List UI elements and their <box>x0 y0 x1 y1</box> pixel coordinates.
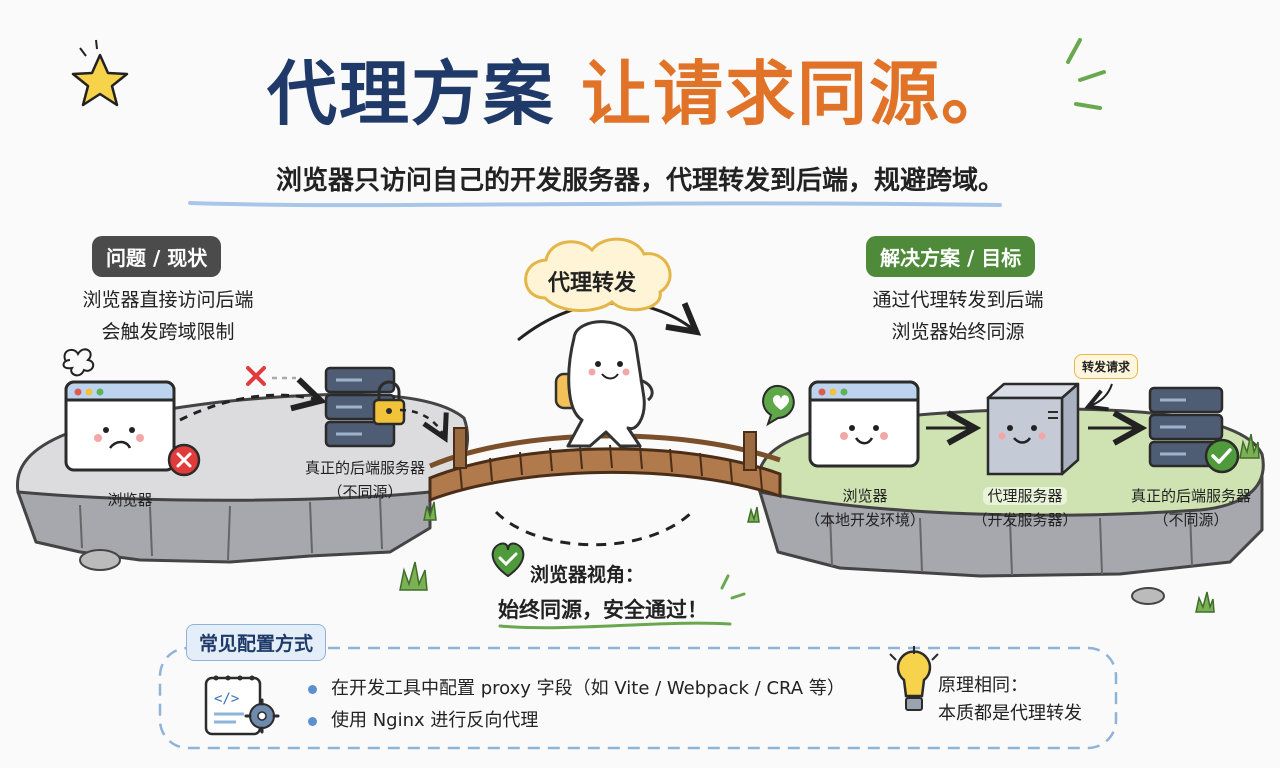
cloud-bubble <box>524 237 672 313</box>
solution-server-label-line1: 真正的后端服务器 <box>1130 487 1251 505</box>
problem-browser-label: 浏览器 <box>107 491 153 509</box>
under-bridge-dashed-arc <box>494 508 696 547</box>
bullet-dot <box>308 684 317 694</box>
config-item-text: 使用 Nginx 进行反向代理 <box>331 710 539 731</box>
code-config-icon: </> <box>204 675 280 736</box>
grass-tufts <box>399 433 1260 613</box>
server-dashed-arrow <box>399 408 444 436</box>
problem-server-label: 真正的后端服务器 （不同源） <box>280 456 450 504</box>
backend-server-icon <box>1148 386 1224 468</box>
solution-server-label-line2: （不同源） <box>1153 511 1229 529</box>
title-part1: 代理方案 <box>267 53 555 135</box>
config-item-text: 在开发工具中配置 proxy 字段（如 Vite / Webpack / CRA… <box>331 678 845 699</box>
locked-server-icon <box>324 366 406 448</box>
sad-browser-window <box>64 380 176 472</box>
problem-tag: 问题 / 现状 <box>92 236 222 277</box>
note-pointer-arrow <box>1090 383 1113 406</box>
solution-browser-label-line2: （本地开发环境） <box>804 511 925 529</box>
blocked-dashed-arrow <box>179 395 318 422</box>
star-icon <box>71 39 129 107</box>
config-tip-line1: 原理相同： <box>938 675 1028 696</box>
problem-desc: 浏览器直接访问后端 会触发跨域限制 <box>40 284 296 348</box>
config-tip: 原理相同： 本质都是代理转发 <box>938 672 1082 728</box>
solution-browser-label-line1: 浏览器 <box>842 487 888 505</box>
check-heart-icon <box>491 542 525 578</box>
forward-note: 转发请求 <box>1074 354 1139 379</box>
bp-sparkle-icon <box>720 574 746 600</box>
title-part2: 让请求同源。 <box>581 53 1013 135</box>
bp-underline <box>498 621 732 630</box>
config-dashed-box <box>158 646 1118 750</box>
confused-scribble-icon <box>62 348 95 377</box>
cloud-label: 代理转发 <box>548 271 637 296</box>
blocked-x-icon <box>246 366 296 386</box>
error-x-badge <box>167 443 201 477</box>
bp-subtitle: 始终同源，安全通过！ <box>498 598 708 622</box>
solution-browser-label: 浏览器 （本地开发环境） <box>790 484 940 532</box>
problem-server-label-line2: （不同源） <box>327 483 403 501</box>
solution-proxy-label-line2: （开发服务器） <box>972 511 1078 529</box>
page-title: 代理方案让请求同源。 <box>0 38 1280 139</box>
solution-proxy-label: 代理服务器 （开发服务器） <box>960 484 1090 532</box>
config-tag: 常见配置方式 <box>186 624 327 661</box>
solution-proxy-label-line1: 代理服务器 <box>983 487 1067 505</box>
sparkle-lines-icon <box>1066 38 1106 110</box>
solution-desc: 通过代理转发到后端 浏览器始终同源 <box>830 284 1086 348</box>
solution-desc-line1: 通过代理转发到后端 <box>872 289 1044 311</box>
solution-desc-line2: 浏览器始终同源 <box>891 321 1025 343</box>
solution-tag: 解决方案 / 目标 <box>866 236 1036 277</box>
svg-text:</>: </> <box>214 691 239 707</box>
ghost-mascot <box>554 320 654 448</box>
solution-server-label: 真正的后端服务器 （不同源） <box>1106 484 1276 532</box>
lightbulb-icon <box>889 646 939 711</box>
subtitle: 浏览器只访问自己的开发服务器，代理转发到后端，规避跨域。 <box>275 166 1004 196</box>
problem-desc-line2: 会触发跨域限制 <box>101 321 235 343</box>
problem-desc-line1: 浏览器直接访问后端 <box>82 289 254 311</box>
proxy-server-icon <box>986 382 1080 476</box>
config-item: 使用 Nginx 进行反向代理 <box>308 706 538 732</box>
happy-browser-window <box>808 380 920 468</box>
heart-chat-icon <box>762 385 795 427</box>
success-check-badge <box>1204 438 1240 474</box>
problem-server-label-line1: 真正的后端服务器 <box>304 459 425 477</box>
config-item: 在开发工具中配置 proxy 字段（如 Vite / Webpack / CRA… <box>308 674 845 700</box>
config-tip-line2: 本质都是代理转发 <box>938 703 1082 724</box>
bullet-dot <box>308 716 317 726</box>
bp-title: 浏览器视角： <box>530 564 645 586</box>
subtitle-underline <box>188 201 1002 208</box>
wooden-bridge <box>428 427 782 503</box>
